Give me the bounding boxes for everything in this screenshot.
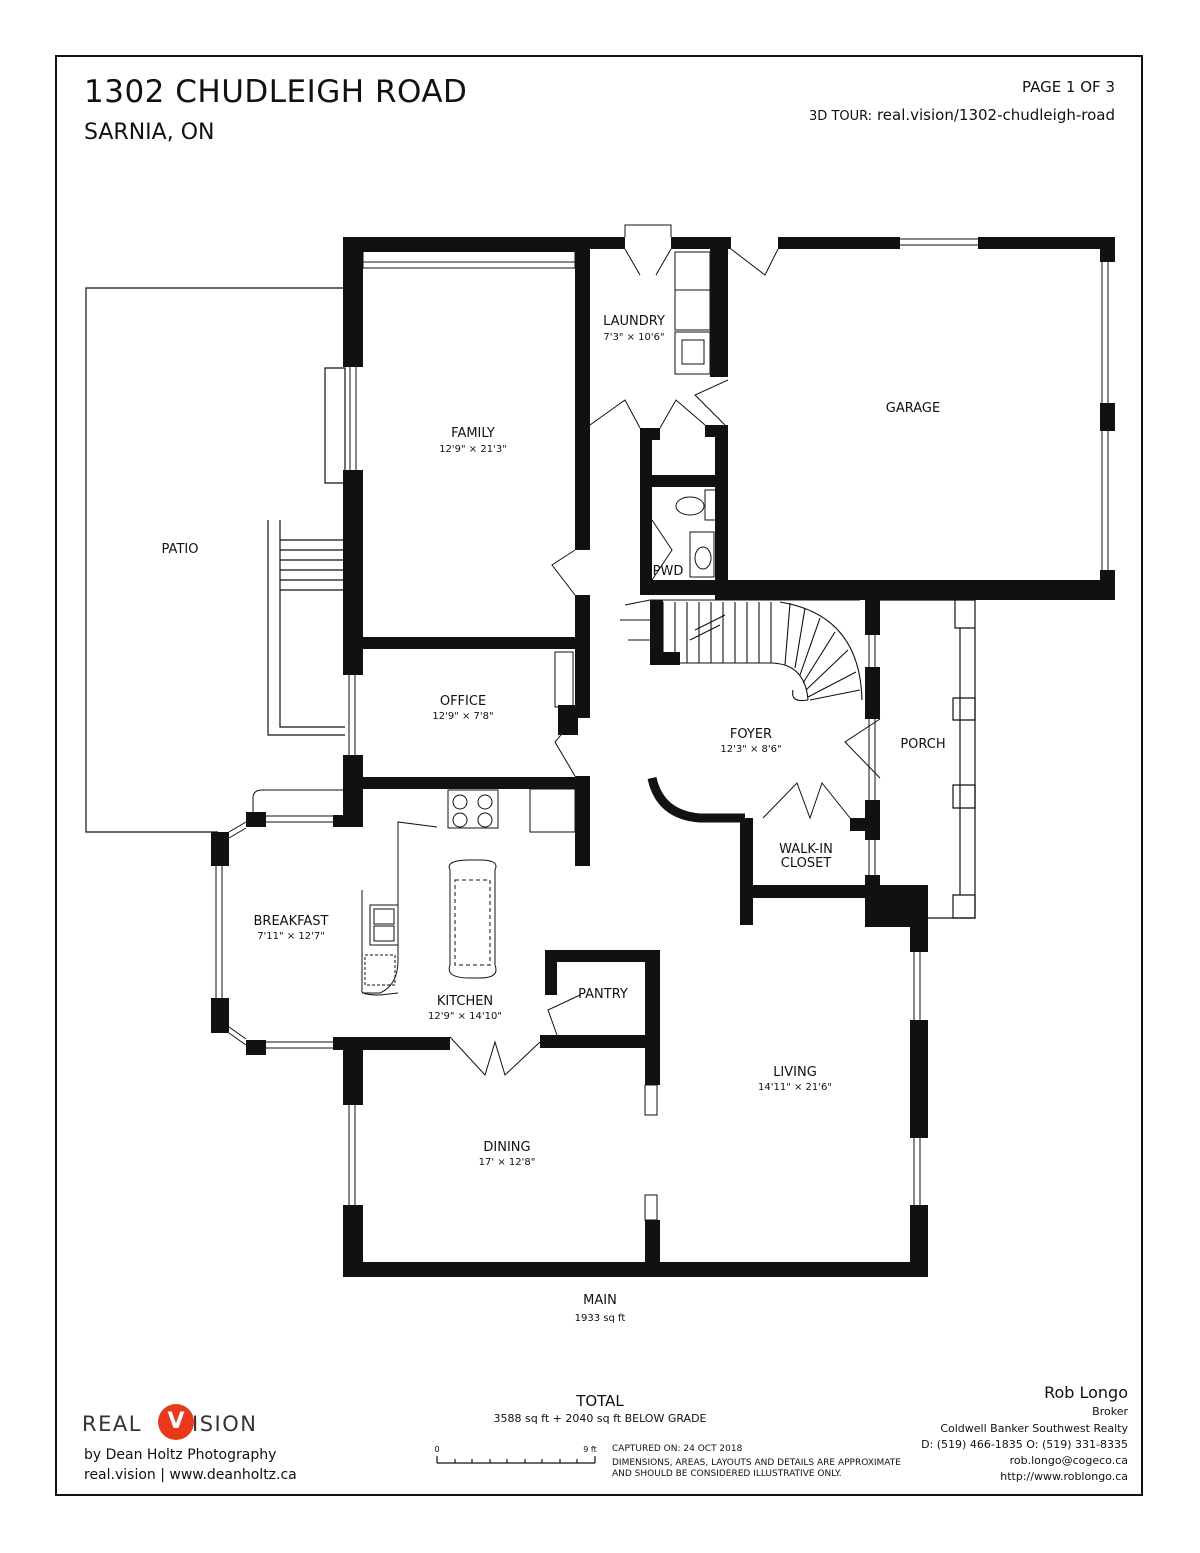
laundry-dims: 7'3" × 10'6" — [603, 332, 664, 343]
living-name: LIVING — [773, 1065, 817, 1080]
total-label: TOTAL — [576, 1392, 624, 1410]
captured-date: CAPTURED ON: 24 OCT 2018 — [612, 1444, 743, 1454]
agent-email[interactable]: rob.longo@cogeco.ca — [1009, 1454, 1128, 1467]
tour-url[interactable]: real.vision/1302-chudleigh-road — [876, 106, 1115, 124]
patio-name: PATIO — [162, 542, 199, 557]
page-number: PAGE 1 OF 3 — [1021, 78, 1115, 96]
office-name: OFFICE — [440, 694, 486, 709]
photographer-urls[interactable]: real.vision | www.deanholtz.ca — [84, 1467, 297, 1483]
laundry-name: LAUNDRY — [603, 314, 665, 329]
pantry-name: PANTRY — [578, 987, 628, 1002]
porch-outline — [880, 599, 976, 919]
fixtures — [252, 251, 718, 1221]
agent-company: Coldwell Banker Southwest Realty — [940, 1422, 1128, 1435]
dining-dims: 17' × 12'8" — [479, 1157, 536, 1168]
floor-area: 1933 sq ft — [575, 1313, 626, 1324]
agent-phones: D: (519) 466-1835 O: (519) 331-8335 — [921, 1438, 1128, 1451]
logo-text-right: ISION — [192, 1412, 258, 1436]
property-city: SARNIA, ON — [84, 120, 215, 145]
breakfast-name: BREAKFAST — [254, 914, 329, 929]
office-dims: 12'9" × 7'8" — [432, 711, 493, 722]
page-frame — [55, 55, 1143, 1496]
porch-name: PORCH — [900, 737, 945, 752]
capture-info: CAPTURED ON: 24 OCT 2018 DIMENSIONS, ARE… — [612, 1444, 901, 1480]
property-address: 1302 CHUDLEIGH ROAD — [84, 74, 468, 110]
breakfast-dims: 7'11" × 12'7" — [257, 931, 325, 942]
scale-bar: 0 9 ft — [434, 1445, 597, 1464]
scale-start: 0 — [434, 1445, 439, 1454]
agent-title: Broker — [1092, 1405, 1128, 1418]
dining-name: DINING — [483, 1140, 530, 1155]
garage-name: GARAGE — [886, 401, 940, 416]
total-value: 3588 sq ft + 2040 sq ft BELOW GRADE — [493, 1412, 707, 1425]
living-dims: 14'11" × 21'6" — [758, 1082, 832, 1093]
foyer-dims: 12'3" × 8'6" — [720, 744, 781, 755]
patio-outline — [85, 287, 346, 833]
family-dims: 12'9" × 21'3" — [439, 444, 507, 455]
agent-name: Rob Longo — [1044, 1383, 1128, 1402]
photographer-byline: by Dean Holtz Photography — [84, 1447, 277, 1463]
disclaimer-line-2: AND SHOULD BE CONSIDERED ILLUSTRATIVE ON… — [612, 1469, 842, 1479]
tour-label: 3D TOUR: — [809, 109, 873, 124]
closet-name-2: CLOSET — [781, 856, 832, 871]
foyer-name: FOYER — [730, 727, 772, 742]
kitchen-dims: 12'9" × 14'10" — [428, 1011, 502, 1022]
pwd-name: PWD — [653, 564, 684, 579]
agent-website[interactable]: http://www.roblongo.ca — [1000, 1470, 1128, 1483]
disclaimer-line-1: DIMENSIONS, AREAS, LAYOUTS AND DETAILS A… — [612, 1458, 901, 1468]
floor-name: MAIN — [583, 1293, 617, 1308]
doors — [449, 224, 881, 1076]
real-vision-logo: REAL V ISION — [82, 1404, 282, 1444]
stairs — [620, 599, 863, 702]
exterior-walls — [211, 237, 1115, 1277]
closet-name: WALK-IN — [779, 842, 833, 857]
logo-v-mark: V — [158, 1404, 194, 1440]
interior-walls — [333, 237, 880, 1265]
logo-text-left: REAL — [82, 1412, 142, 1436]
foyer-curve — [647, 776, 745, 823]
room-labels: FAMILY 12'9" × 21'3" LAUNDRY 7'3" × 10'6… — [162, 314, 946, 1324]
family-name: FAMILY — [451, 426, 495, 441]
kitchen-name: KITCHEN — [437, 994, 493, 1009]
scale-end: 9 ft — [583, 1445, 596, 1454]
tour-link[interactable]: 3D TOUR: real.vision/1302-chudleigh-road — [809, 106, 1115, 124]
windows — [215, 238, 1109, 1205]
